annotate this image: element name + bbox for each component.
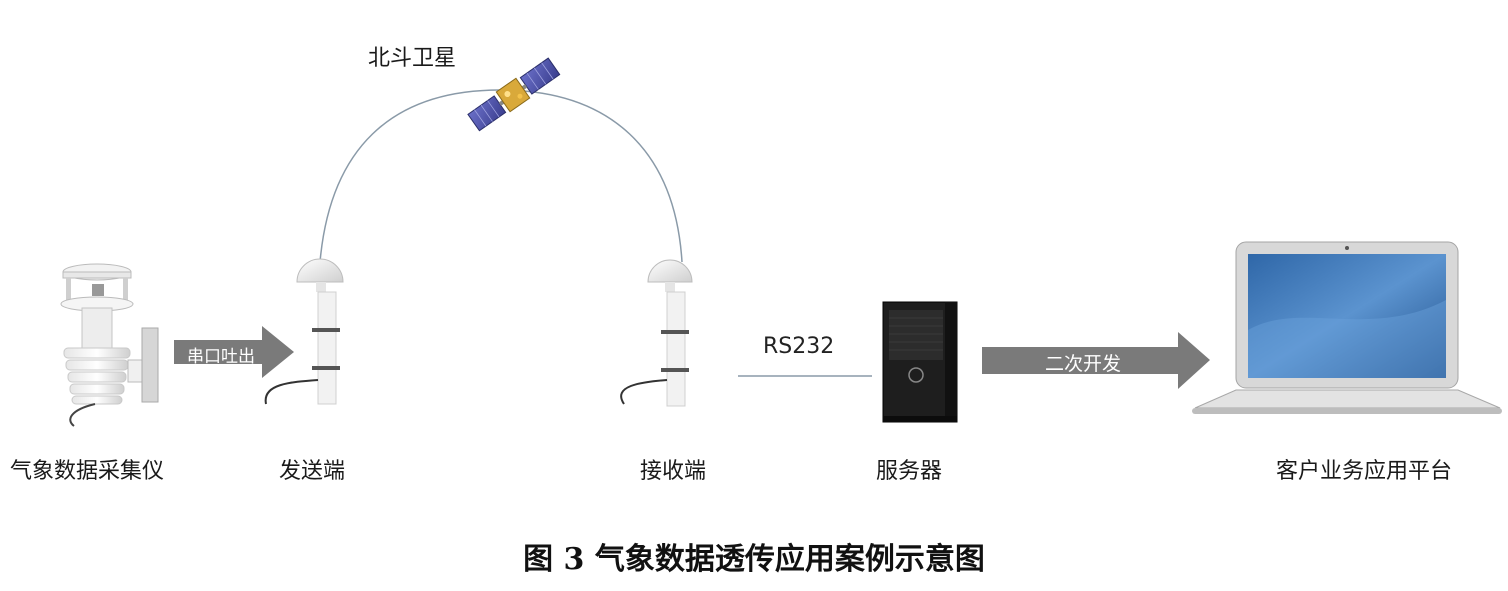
serial-output-arrow-label: 串口吐出	[187, 342, 255, 367]
weather-station-label: 气象数据采集仪	[10, 453, 164, 485]
server-label: 服务器	[876, 453, 942, 485]
server-icon	[883, 302, 957, 422]
sender-antenna-icon	[266, 259, 343, 404]
receiver-antenna-icon	[621, 260, 692, 406]
client-platform-label: 客户业务应用平台	[1276, 453, 1452, 485]
secondary-dev-arrow-label: 二次开发	[1045, 349, 1121, 376]
receiver-label: 接收端	[640, 453, 706, 485]
satellite-label: 北斗卫星	[368, 40, 456, 72]
weather-station-icon	[61, 264, 158, 426]
rs232-label: RS232	[763, 334, 834, 359]
laptop-icon	[1192, 242, 1502, 414]
sender-label: 发送端	[279, 453, 345, 485]
figure-caption: 图 3 气象数据透传应用案例示意图	[0, 534, 1508, 578]
